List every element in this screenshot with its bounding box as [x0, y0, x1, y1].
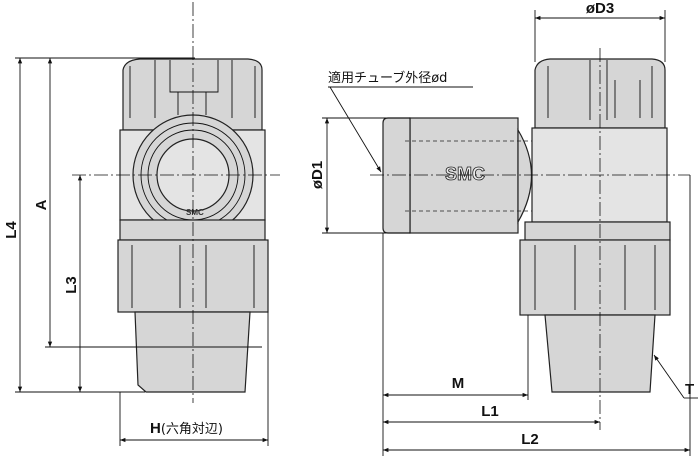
dim-L1: L1 — [481, 403, 499, 420]
thread-right — [544, 314, 656, 393]
hex-right — [519, 239, 671, 316]
dim-T: T — [685, 381, 694, 398]
collar — [119, 219, 266, 241]
tube-od-label: 適用チューブ外径ød — [328, 70, 447, 86]
dim-L2: L2 — [521, 431, 539, 448]
dim-D1: øD1 — [309, 161, 326, 189]
tube-port — [409, 117, 519, 234]
dim-L4: L4 — [3, 221, 20, 239]
collar-right — [524, 221, 671, 241]
dim-H: H(六角対辺) — [150, 420, 223, 437]
tube-end — [382, 117, 411, 234]
side-view: SMC øD3 øD1 適用チューブ外径ød M L1 L2 T — [309, 0, 698, 456]
dim-M: M — [452, 375, 465, 392]
logo-small: SMC — [186, 208, 204, 217]
smc-logo: SMC — [445, 164, 485, 184]
front-view: SMC L4 A L3 H(六角対辺) — [3, 2, 280, 446]
thread — [134, 311, 251, 393]
dim-L3: L3 — [63, 276, 80, 294]
dim-D3: øD3 — [586, 0, 614, 17]
dim-A: A — [33, 199, 50, 210]
cap — [122, 58, 263, 131]
